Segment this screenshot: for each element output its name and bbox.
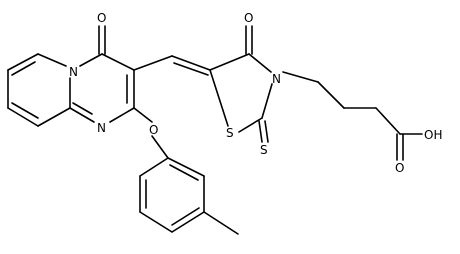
- bond: [101, 53, 135, 71]
- bond: [151, 135, 169, 159]
- atom-label-sulfur: S: [260, 143, 268, 157]
- bond: [11, 102, 39, 119]
- bond: [7, 107, 39, 127]
- atom-label-oxygen: O: [244, 11, 253, 25]
- bond: [133, 55, 173, 71]
- bond: [171, 211, 205, 233]
- bond: [7, 53, 39, 71]
- bond: [173, 62, 209, 76]
- atom-label-nitrogen: N: [97, 121, 106, 135]
- bond: [264, 120, 269, 143]
- bond: [248, 53, 272, 73]
- bond: [72, 102, 93, 115]
- bond: [169, 164, 199, 181]
- atom-label-hydroxyl: OH: [424, 128, 442, 142]
- bond: [375, 107, 401, 135]
- bond: [139, 211, 173, 233]
- bond: [37, 53, 67, 67]
- bond: [133, 107, 153, 123]
- bond: [261, 83, 273, 119]
- bond: [69, 107, 95, 123]
- bond: [238, 117, 263, 133]
- bond: [317, 81, 345, 109]
- bond: [209, 53, 250, 71]
- bond: [167, 157, 205, 177]
- bond: [79, 53, 103, 67]
- atom-label-oxygen: O: [149, 123, 158, 137]
- bond: [209, 69, 229, 127]
- bond: [171, 207, 200, 226]
- bond: [282, 71, 319, 83]
- atom-label-oxygen: O: [97, 11, 106, 25]
- bond: [11, 61, 36, 76]
- atom-label-oxygen: O: [395, 161, 404, 175]
- atom-label-nitrogen: N: [69, 65, 78, 79]
- atom-label-sulfur: S: [226, 126, 234, 140]
- bond: [203, 211, 239, 235]
- bond: [109, 107, 135, 123]
- atom-label-nitrogen: N: [272, 72, 281, 86]
- bond: [37, 107, 71, 127]
- bond: [139, 157, 169, 177]
- bond: [171, 55, 211, 71]
- bond: [258, 120, 263, 143]
